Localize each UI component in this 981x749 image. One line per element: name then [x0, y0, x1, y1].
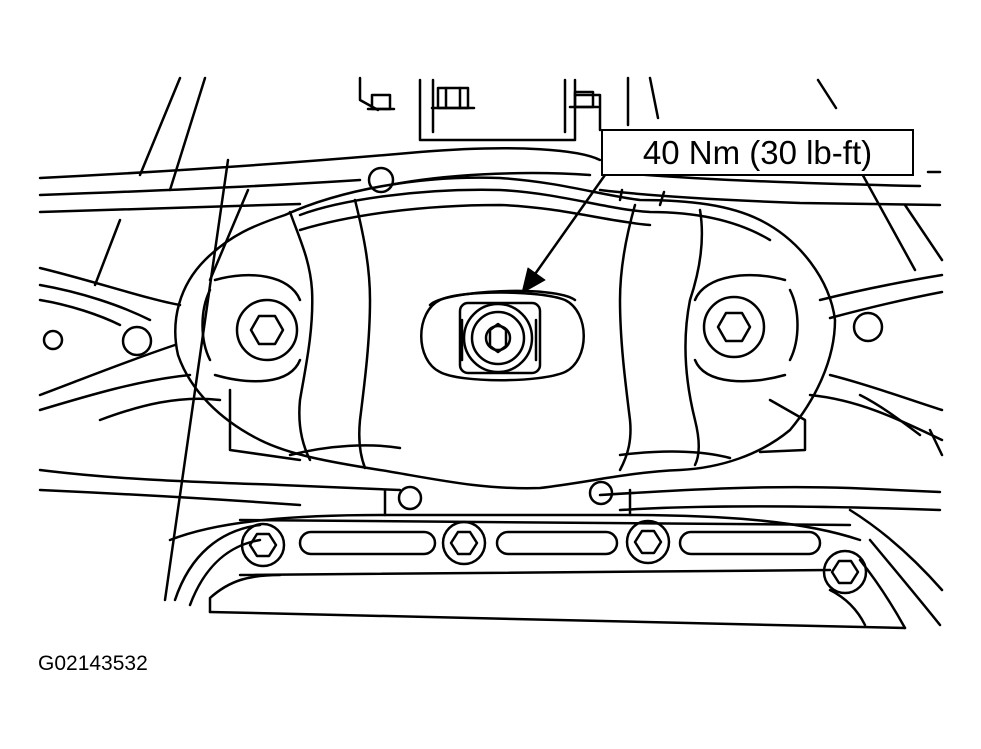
lower-bolt-2 — [441, 520, 487, 566]
upper-bolt-left — [366, 93, 396, 111]
lower-hole-right — [588, 480, 614, 506]
torque-callout: 40 Nm (30 lb-ft) — [601, 129, 914, 176]
background-frame-lines — [93, 76, 944, 602]
left-edge-hole — [42, 329, 64, 351]
lower-bolt-1 — [240, 522, 286, 568]
upper-bolt-right — [568, 90, 600, 109]
callout-leader-arrow — [521, 173, 607, 294]
torque-label: 40 Nm (30 lb-ft) — [642, 133, 873, 171]
lower-rail-slots — [298, 530, 822, 556]
oil-pan — [173, 508, 944, 630]
torx-bolt-icon — [458, 301, 542, 375]
right-mount-bolt — [702, 295, 766, 359]
left-arm-hole — [121, 325, 153, 357]
lower-bolt-3 — [625, 519, 671, 565]
center-slot — [420, 289, 585, 382]
lower-crossmember — [38, 468, 942, 577]
right-mount-arm — [808, 273, 944, 442]
upper-rail-hole — [367, 166, 395, 194]
upper-bolt-mid — [430, 86, 476, 110]
figure-id: G02143532 — [38, 652, 148, 675]
right-arm-hole — [852, 311, 884, 343]
left-mount-bolt — [235, 298, 299, 362]
lower-hole-left — [397, 485, 423, 511]
left-mount-arm — [38, 266, 222, 422]
lower-bolt-4 — [822, 549, 868, 595]
mount-body — [174, 176, 837, 490]
